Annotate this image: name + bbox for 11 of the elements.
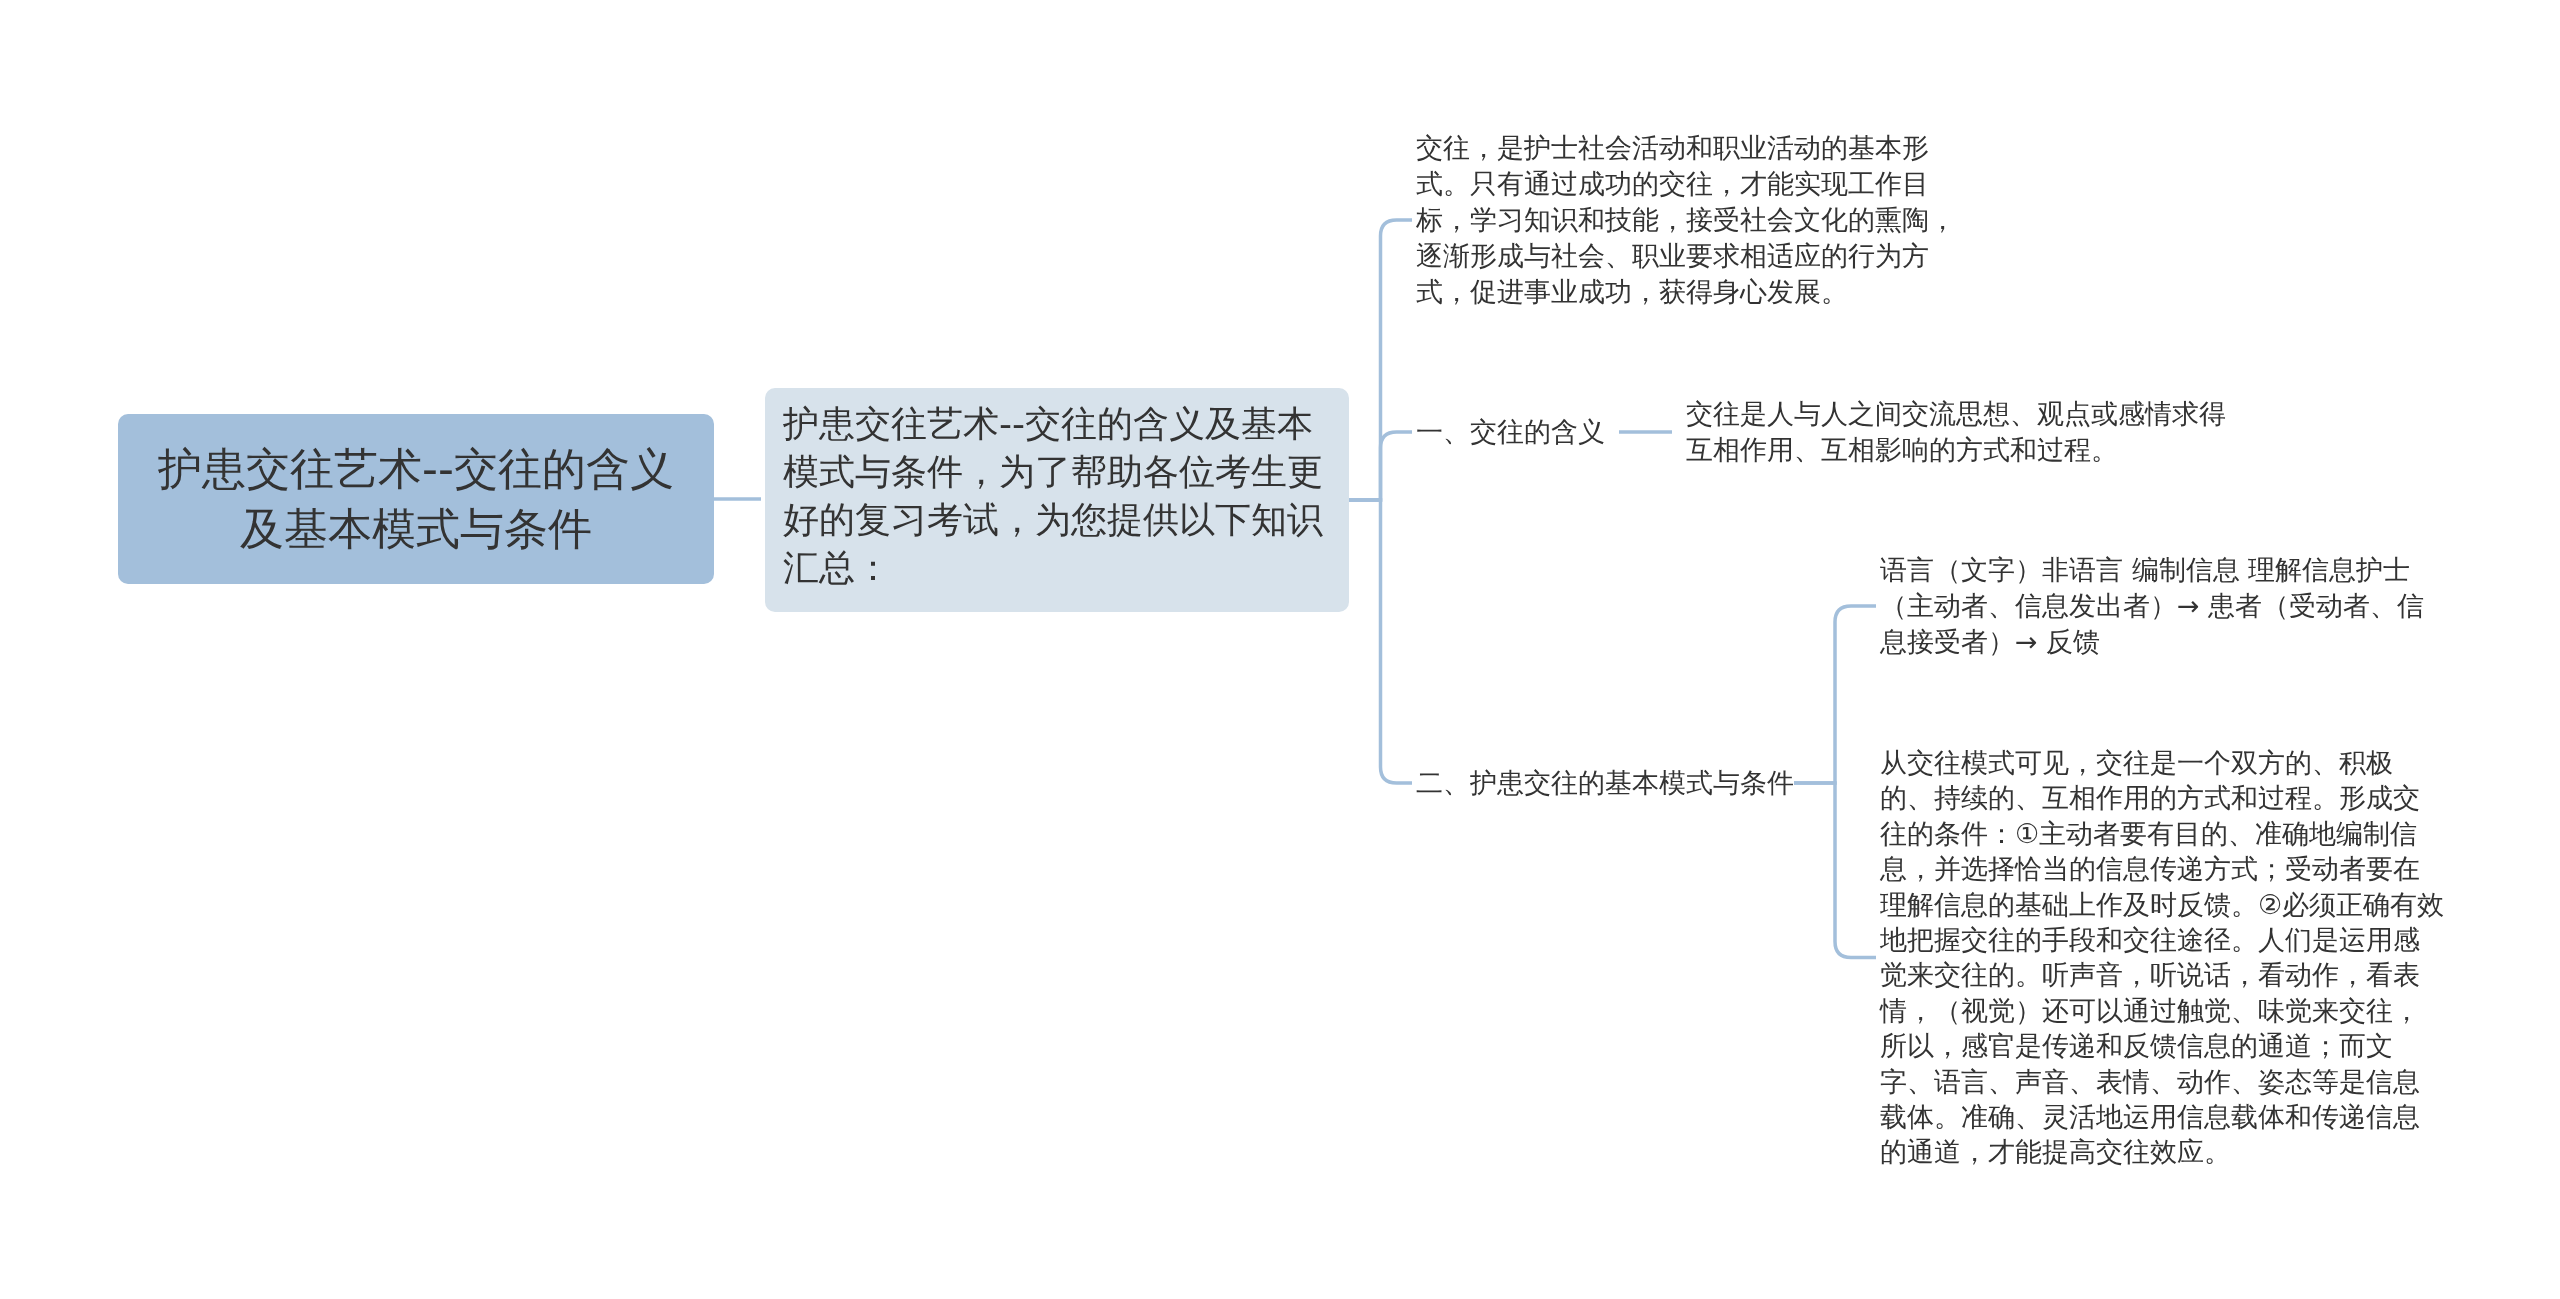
connector-line — [714, 497, 761, 501]
connector-line — [1619, 430, 1672, 434]
connector-line — [1794, 781, 1876, 960]
topic-box: 护患交往艺术--交往的含义及基本模式与条件 — [118, 414, 714, 584]
paragraph: 从交往模式可见，交往是一个双方的、积极的、持续的、互相作用的方式和过程。形成交往的条件：①主动者要有目的、准确地编制信息，并选择恰当的信息传递方式；受动者要在理解信息的基础上作及时反馈。②必须正确有效地把握交往的手段和交往途径。人们是运用感觉来交往的。听声音，听说话，看动作，看表情，（视觉）还可以通过触觉、味觉来交往，所以，感官是传递和反馈信息的通道；而文字、语言、声音、表情、动作、姿态等是信息载体。准确、灵活地运用信息载体和传递信息的通道，才能提高交往效应。 — [1880, 745, 2446, 1170]
branch-label: 二、护患交往的基本模式与条件 — [1416, 765, 1794, 801]
branch-label: 一、交往的含义 — [1416, 414, 1605, 450]
paragraph: 交往，是护士社会活动和职业活动的基本形式。只有通过成功的交往，才能实现工作目标，学习知识和技能，接受社会文化的熏陶，逐渐形成与社会、职业要求相适应的行为方式，促进事业成功，获得身心发展。 — [1416, 130, 1976, 310]
paragraph: 语言（文字）非语言 编制信息 理解信息护士（主动者、信息发出者）→ 患者（受动者、信息接受者）→ 反馈 — [1880, 552, 2450, 660]
paragraph: 交往是人与人之间交流思想、观点或感情求得互相作用、互相影响的方式和过程。 — [1686, 396, 2250, 468]
summary-box: 护患交往艺术--交往的含义及基本模式与条件，为了帮助各位考生更好的复习考试，为您提供以下知识汇总： — [765, 388, 1349, 612]
